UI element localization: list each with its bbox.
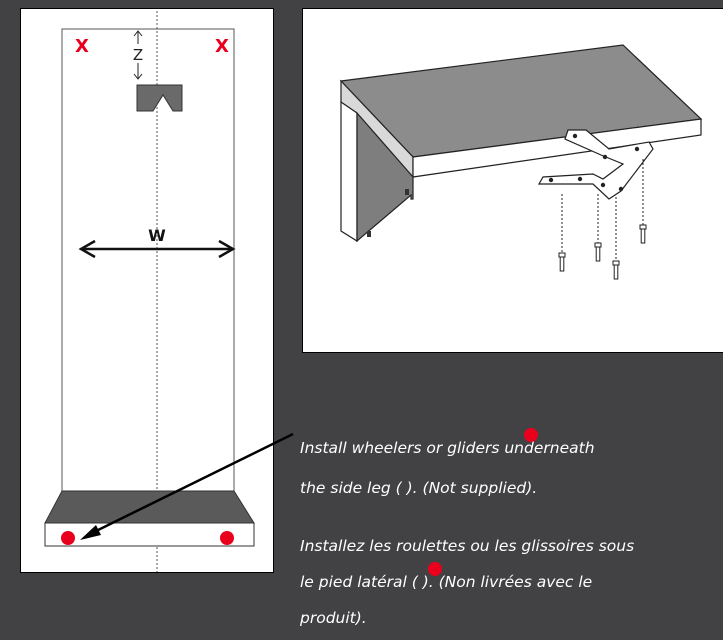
desk-isometric-panel bbox=[302, 8, 723, 353]
corner-mark-left: X bbox=[75, 36, 89, 57]
leg-top-view-diagram: X X Z W bbox=[44, 11, 255, 572]
glider-dot-left bbox=[61, 531, 75, 545]
screws bbox=[558, 159, 647, 280]
w-dimension-arrow bbox=[78, 239, 236, 259]
instruction-fr-line-1: Installez les roulettes ou les glissoire… bbox=[300, 537, 635, 555]
side-leg-panel bbox=[356, 111, 414, 243]
instruction-fr-line-3: produit). bbox=[300, 609, 367, 627]
leg-top-view-panel: X X Z W bbox=[20, 8, 274, 573]
instruction-en-line-1: Install wheelers or gliders underneath bbox=[300, 439, 595, 457]
desk-isometric-diagram bbox=[339, 44, 703, 280]
l-bracket bbox=[537, 129, 654, 200]
side-leg-top bbox=[44, 490, 255, 524]
bracket-shape bbox=[136, 84, 183, 112]
w-label: W bbox=[148, 226, 166, 245]
instruction-en-line-2: the side leg ( ). (Not supplied). bbox=[300, 479, 538, 497]
corner-mark-right: X bbox=[215, 36, 229, 57]
z-dimension bbox=[133, 30, 143, 80]
glider-dot-right bbox=[220, 531, 234, 545]
red-dot-marker bbox=[428, 562, 442, 576]
side-leg-edge bbox=[340, 100, 358, 243]
glider-stub-back bbox=[405, 189, 409, 195]
glider-stub-front bbox=[367, 231, 371, 237]
desk-top-side-edge bbox=[412, 118, 702, 178]
red-dot-marker bbox=[524, 428, 538, 442]
z-label: Z bbox=[133, 46, 143, 64]
instruction-fr-line-2: le pied latéral ( ). (Non livrées avec l… bbox=[300, 573, 593, 591]
